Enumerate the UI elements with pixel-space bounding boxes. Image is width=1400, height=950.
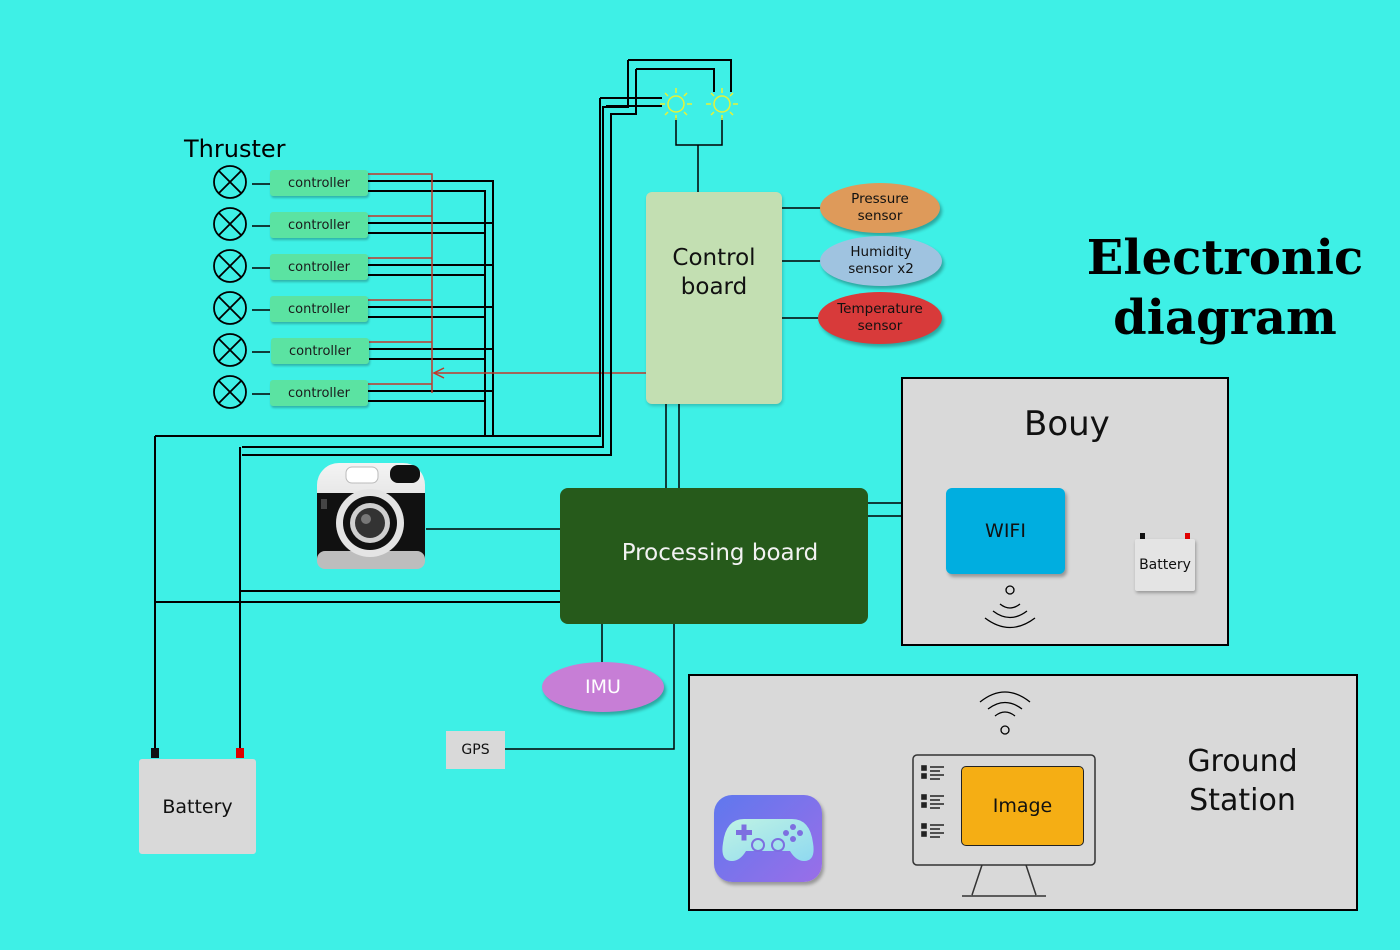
bouy-title: Bouy [1024,404,1110,444]
controller-label: controller [287,175,351,191]
thruster-icon [213,165,247,199]
wifi-label: WIFI [985,520,1026,542]
temperature-sensor-label: Temperature sensor [837,301,923,334]
monitor-icon [912,754,1096,897]
image-panel: Image [961,766,1084,846]
imu-label: IMU [585,675,621,698]
wifi-module: WIFI [946,488,1065,574]
gps-label: GPS [461,742,490,758]
thruster-icon [213,291,247,325]
battery-positive-terminal [236,748,244,758]
image-label: Image [992,795,1053,817]
light-icon-left [660,88,692,120]
thruster-heading: Thruster [184,135,286,163]
controller-label: controller [288,343,352,359]
controller-signal-wires [368,180,494,437]
light-wires [155,59,732,456]
thruster-controller-5: controller [271,338,369,364]
controller-label: controller [287,259,351,275]
processing-board-label: Processing board [621,540,819,566]
controller-label: controller [287,217,351,233]
list-icon [921,765,944,838]
thruster-controller-2: controller [270,212,368,238]
control-board-label: Control board [672,245,756,300]
thruster-icon [213,249,247,283]
bouy-battery-negative-terminal [1140,533,1145,539]
bouy-battery-positive-terminal [1185,533,1190,539]
thruster-controller-4: controller [270,296,368,322]
gamepad-icon [714,795,822,882]
light-icon-right [706,88,738,120]
thruster-controller-3: controller [270,254,368,280]
gps-module: GPS [446,731,505,769]
bouy-battery-label: Battery [1139,557,1191,573]
ground-station-title: Ground Station [1187,744,1298,818]
diagram-title: Electronic diagram [1086,230,1364,346]
controller-label: controller [287,301,351,317]
thruster-icon [213,207,247,241]
imu-sensor: IMU [542,662,664,712]
controller-power-wires [368,173,652,393]
main-battery-label: Battery [162,795,233,818]
battery-wires [154,436,582,750]
thruster-controller-6: controller [270,380,368,406]
humidity-sensor: Humidity sensor x2 [820,236,942,286]
temperature-sensor: Temperature sensor [818,292,942,344]
thruster-icon [213,375,247,409]
wireless-signal-icon-bouy [984,585,1036,629]
pressure-sensor: Pressure sensor [820,183,940,233]
wireless-signal-icon-ground [979,691,1031,735]
controller-label: controller [287,385,351,401]
humidity-sensor-label: Humidity sensor x2 [848,244,914,277]
camera-icon [316,461,426,571]
thruster-controller-1: controller [270,170,368,196]
thruster-icon [213,333,247,367]
processing-board: Processing board [560,488,868,624]
bouy-battery: Battery [1135,539,1195,591]
pressure-sensor-label: Pressure sensor [851,191,909,224]
battery-negative-terminal [151,748,159,758]
main-battery: Battery [139,759,256,854]
control-board: Control board [646,192,782,404]
